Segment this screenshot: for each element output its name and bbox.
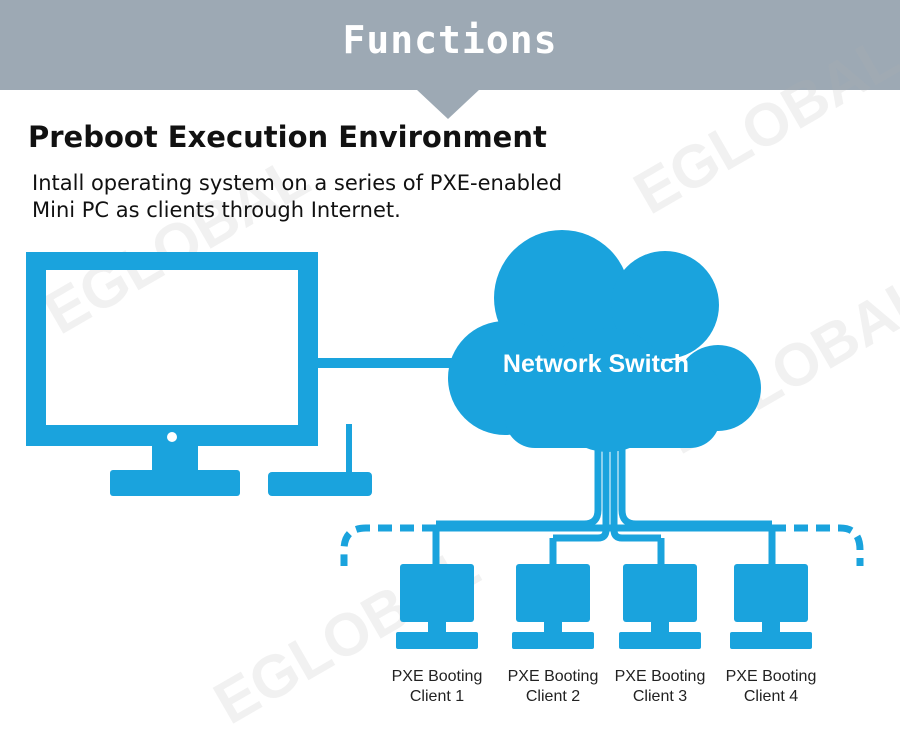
uplink-cable bbox=[318, 358, 478, 368]
server-monitor-icon bbox=[26, 252, 318, 496]
client-4-monitor-icon bbox=[730, 564, 812, 649]
description-line-2: Mini PC as clients through Internet. bbox=[32, 198, 401, 222]
header-banner bbox=[0, 0, 900, 90]
description-line-1: Intall operating system on a series of P… bbox=[32, 171, 563, 195]
section-description: Intall operating system on a series of P… bbox=[32, 170, 562, 224]
section-heading: Preboot Execution Environment bbox=[28, 120, 547, 154]
pxe-network-diagram: Network Switch bbox=[26, 230, 864, 649]
banner-pointer bbox=[416, 89, 480, 119]
cloud-label: Network Switch bbox=[503, 350, 689, 378]
network-switch-cloud-icon bbox=[448, 230, 761, 452]
client-3-monitor-icon bbox=[619, 564, 701, 649]
router-icon bbox=[268, 424, 372, 496]
client-1-monitor-icon bbox=[396, 564, 478, 649]
client-2-monitor-icon bbox=[512, 564, 594, 649]
distribution-cables bbox=[340, 445, 864, 568]
banner-title: Functions bbox=[342, 18, 558, 62]
